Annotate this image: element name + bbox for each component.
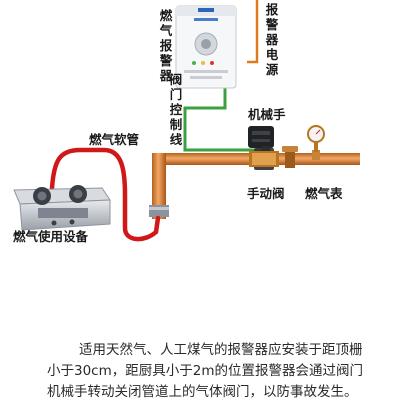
wire-text-char: 控 [170, 102, 183, 117]
label-gas-meter: 燃气表 [305, 186, 343, 201]
label-gas-appliance: 燃气使用设备 [13, 229, 89, 244]
alarm-text-char: 报 [160, 38, 173, 53]
label-manual-valve: 手动阀 [247, 186, 285, 201]
label-manipulator: 机械手 [248, 107, 286, 122]
gas-alarm-icon [175, 5, 237, 89]
caption-text: 适用天然气、人工煤气的报警器应安装于距顶栅 小于30cm，距厨具小于2m的位置报… [0, 332, 400, 400]
gas-pipe-vertical [152, 153, 166, 219]
power-text-char: 报 [266, 2, 279, 17]
gas-stove-icon [13, 185, 111, 231]
power-wire [247, 0, 259, 64]
alarm-text-char: 气 [159, 23, 173, 38]
wire-text-char: 线 [170, 132, 183, 147]
caption-line-2: 小于30cm，距厨具小于2m的位置报警器会通过阀门 [47, 363, 363, 379]
alarm-text-char: 燃 [160, 8, 173, 23]
power-text-char: 器 [265, 32, 279, 47]
gas-hose [49, 147, 161, 242]
label-gas-hose: 燃气软管 [89, 132, 139, 147]
power-text-char: 源 [266, 62, 279, 77]
caption-line-3: 机械手转动关闭管道上的气体阀门，以防事故发生。 [47, 384, 358, 400]
alarm-text-char: 警 [159, 53, 173, 68]
wire-text-char: 阀 [170, 72, 183, 87]
alarm-text-char: 器 [159, 68, 173, 83]
pressure-gauge-icon [307, 125, 325, 160]
wire-text-char: 门 [170, 87, 183, 102]
pipe-collar [149, 205, 169, 217]
caption-line-1: 适用天然气、人工煤气的报警器应安装于距顶栅 [79, 342, 363, 358]
manual-valve-icon [282, 146, 298, 168]
wire-text-char: 制 [170, 117, 183, 132]
power-text-char: 警 [265, 17, 279, 32]
power-text-char: 电 [266, 47, 279, 62]
manipulator-icon [248, 126, 279, 170]
